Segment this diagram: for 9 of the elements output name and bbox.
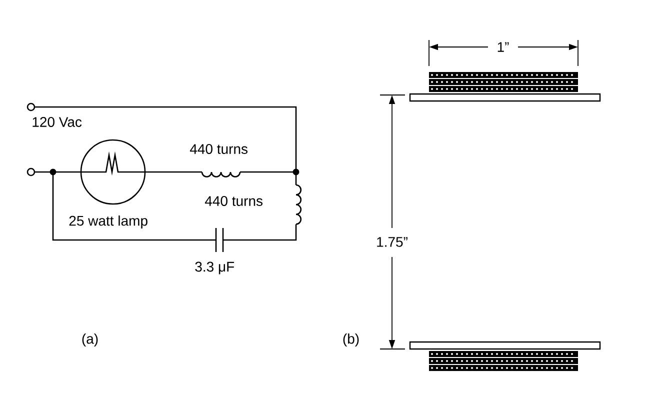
lamp-label: 25 watt lamp <box>69 215 148 229</box>
voltage-label: 120 Vac <box>32 117 82 127</box>
dimension-label: 1” <box>498 42 509 52</box>
panel-label: (b) <box>343 333 359 347</box>
capacitance-label: 3.3 μF <box>195 262 234 274</box>
dimension-label: 1.75” <box>377 237 408 247</box>
turns-label: 440 turns <box>204 196 262 206</box>
panel-label: (a) <box>82 333 98 347</box>
turns-label: 440 turns <box>190 144 248 154</box>
